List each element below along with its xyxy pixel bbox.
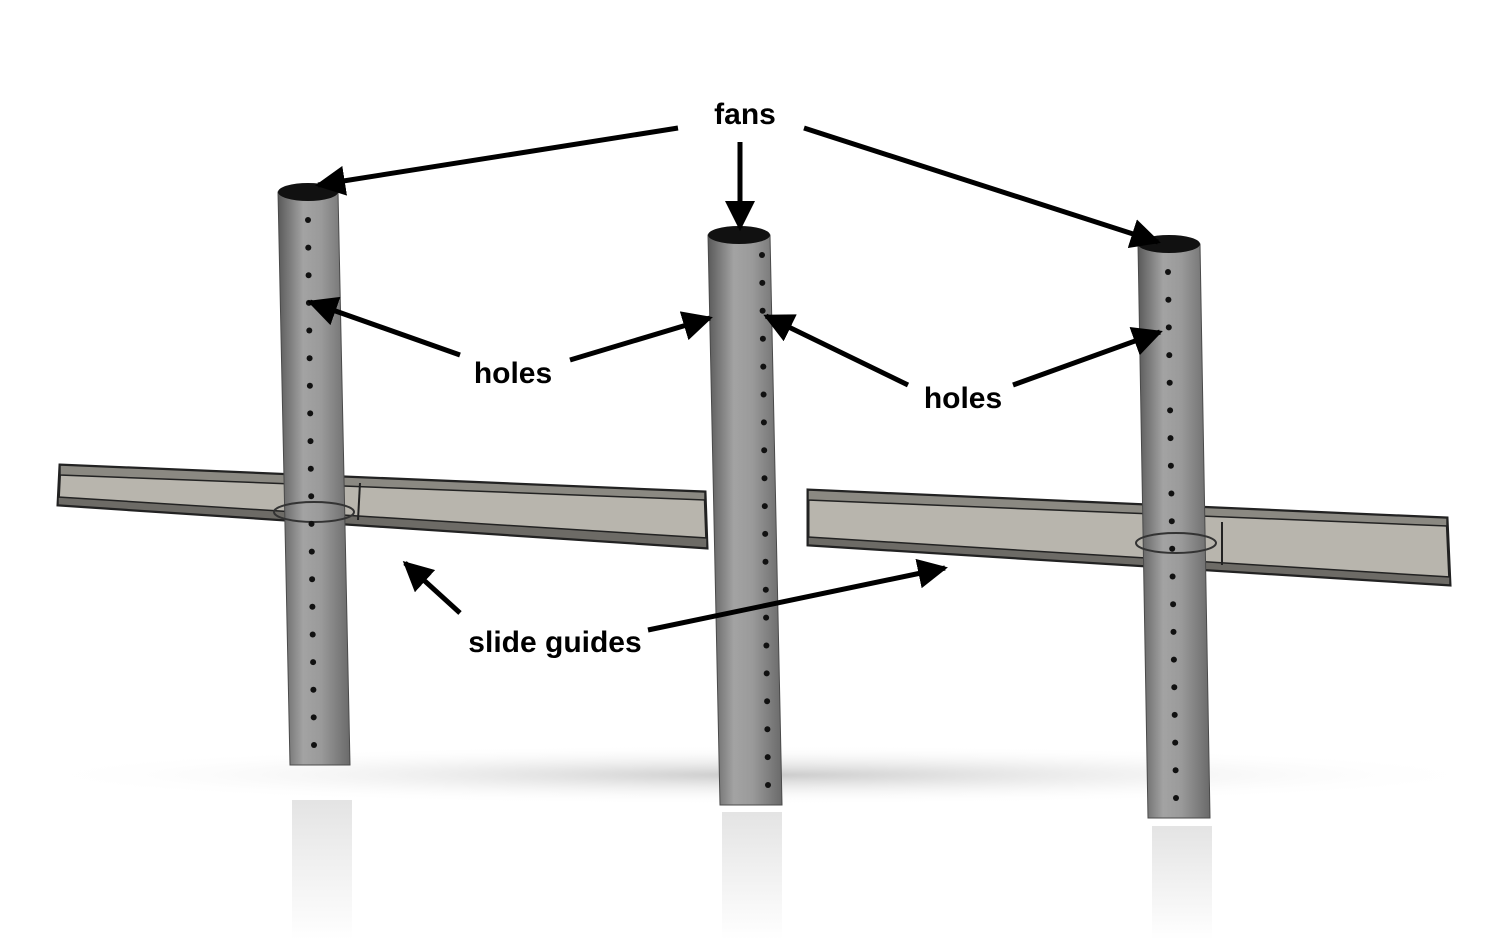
arrow-slide-guides-right [647, 558, 948, 633]
hole [1167, 435, 1174, 442]
arrow-holes-right-to-tube2 [763, 313, 910, 388]
hole [760, 363, 767, 370]
hole [763, 642, 770, 649]
hole [1165, 324, 1172, 331]
slide-guide-left [56, 463, 709, 550]
hole [763, 614, 770, 621]
hole [1172, 739, 1179, 746]
hole [1165, 296, 1172, 303]
hole [1169, 573, 1176, 580]
hole [309, 603, 316, 610]
hole [1171, 711, 1178, 718]
hole [1170, 628, 1177, 635]
label-holes-left: holes [474, 357, 552, 390]
hole [308, 493, 315, 500]
hole [762, 558, 769, 565]
hole [762, 586, 769, 593]
hole [1168, 518, 1175, 525]
hole [759, 252, 765, 258]
hole [764, 754, 771, 761]
arrow-fans-right [803, 125, 1161, 249]
arrow-holes-left-to-tube2 [569, 311, 713, 363]
hole [764, 726, 771, 733]
arrow-fans-left [315, 125, 679, 196]
hole [307, 438, 314, 445]
holes-center-tube [759, 252, 771, 788]
hole [309, 631, 316, 638]
fan-opening-center [708, 226, 770, 244]
hole [761, 503, 768, 510]
hole [1173, 795, 1179, 801]
hole [1169, 545, 1176, 552]
hole [1167, 462, 1174, 469]
hole [310, 686, 317, 693]
slide-guide-right [806, 488, 1452, 587]
hole [759, 307, 766, 314]
tube-center [707, 226, 783, 806]
hole [1166, 379, 1173, 386]
hole [309, 576, 316, 583]
hole [306, 382, 313, 389]
hole [310, 659, 317, 666]
hole [306, 327, 313, 334]
hole [308, 520, 315, 527]
hole [308, 548, 315, 555]
hole [1170, 656, 1177, 663]
hole [1166, 352, 1173, 359]
label-slide-guides: slide guides [468, 626, 641, 659]
hole [761, 475, 768, 482]
arrow-holes-left-to-tube1 [307, 296, 461, 358]
hole [759, 279, 766, 286]
tube-left [273, 183, 355, 766]
hole [307, 410, 314, 417]
hole [1171, 684, 1178, 691]
hole [1167, 407, 1174, 414]
hole [759, 335, 766, 342]
holes-right-tube [1165, 269, 1179, 801]
label-holes-right: holes [924, 382, 1002, 415]
hole [765, 782, 771, 788]
hole [764, 698, 771, 705]
hole [310, 714, 317, 721]
hole [307, 465, 314, 472]
hole [760, 419, 767, 426]
hole [1165, 269, 1171, 275]
arrow-holes-right-to-tube3 [1012, 327, 1163, 388]
hole [1170, 601, 1177, 608]
hole [305, 272, 312, 279]
hole [761, 447, 768, 454]
hole [762, 530, 769, 537]
hole [763, 670, 770, 677]
hole [1168, 490, 1175, 497]
label-fans: fans [714, 98, 776, 131]
hole [305, 217, 311, 223]
tube-right [1135, 235, 1217, 819]
hole [760, 391, 767, 398]
hole [311, 742, 317, 748]
hole [1172, 767, 1179, 774]
hole [305, 244, 312, 251]
reflections [292, 800, 1212, 940]
arrow-slide-guides-left [402, 560, 462, 615]
hole [306, 355, 313, 362]
